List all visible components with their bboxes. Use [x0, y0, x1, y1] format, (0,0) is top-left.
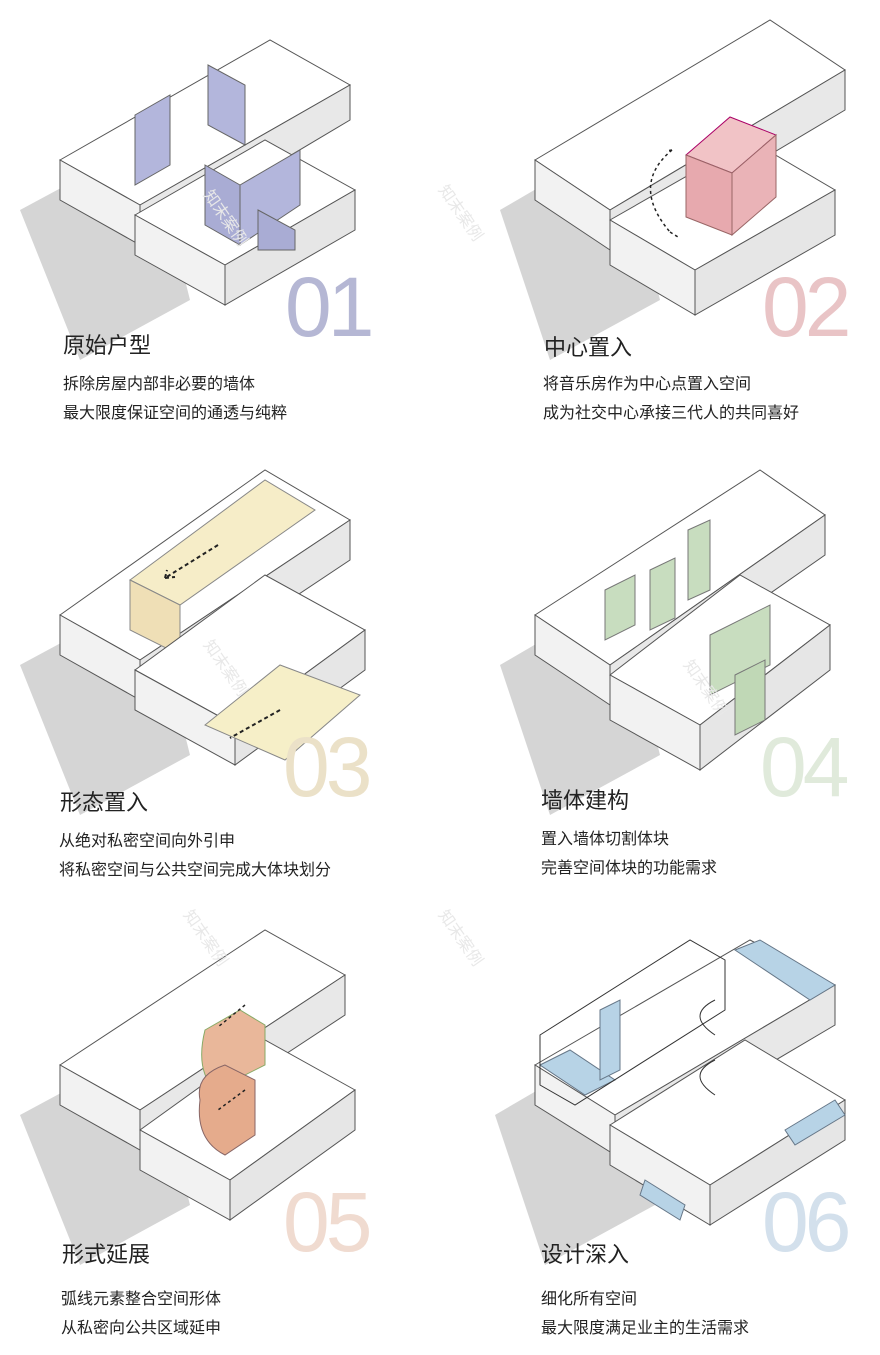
step-desc-line-2: 成为社交中心承接三代人的共同喜好 [543, 403, 800, 422]
step-number: 03 [283, 720, 372, 814]
step-number: 02 [762, 260, 851, 354]
step-desc-line-1: 将音乐房作为中心点置入空间 [543, 374, 752, 393]
step-desc-line-1: 从绝对私密空间向外引申 [59, 831, 236, 850]
isometric-floorplan-05 [20, 929, 356, 1265]
step-desc-line-2: 从私密向公共区域延申 [61, 1318, 222, 1337]
step-desc-line-1: 弧线元素整合空间形体 [61, 1289, 222, 1308]
step-title: 形式延展 [62, 1243, 151, 1268]
step-number: 06 [762, 1175, 851, 1269]
isometric-floorplan-04 [500, 469, 831, 815]
panel-05: 05 形式延展 弧线元素整合空间形体 从私密向公共区域延申 知末案例 [0, 905, 440, 1355]
isometric-floorplan-03 [20, 469, 366, 815]
step-desc-line-1: 置入墙体切割体块 [541, 829, 670, 848]
step-title: 形态置入 [60, 791, 149, 816]
isometric-floorplan-01 [20, 39, 357, 360]
step-desc-line-1: 细化所有空间 [541, 1289, 638, 1308]
step-desc-line-2: 最大限度满足业主的生活需求 [541, 1318, 750, 1337]
isometric-floorplan-06 [495, 939, 846, 1265]
step-desc-line-1: 拆除房屋内部非必要的墙体 [63, 374, 256, 393]
step-number: 01 [285, 260, 374, 354]
step-desc-line-2: 完善空间体块的功能需求 [541, 858, 718, 877]
panel-01: 01 原始户型 拆除房屋内部非必要的墙体 最大限度保证空间的通透与纯粹 知末案例 [0, 0, 440, 450]
panel-06: 06 设计深入 细化所有空间 最大限度满足业主的生活需求 知末案例 [435, 905, 880, 1355]
panel-02: 02 中心置入 将音乐房作为中心点置入空间 成为社交中心承接三代人的共同喜好 知… [435, 0, 880, 450]
step-desc-line-2: 最大限度保证空间的通透与纯粹 [63, 403, 288, 422]
panel-04: 04 墙体建构 置入墙体切割体块 完善空间体块的功能需求 知末案例 [440, 455, 880, 905]
isometric-floorplan-02 [500, 19, 846, 360]
step-title: 墙体建构 [541, 789, 630, 814]
step-number: 04 [760, 720, 849, 814]
step-title: 原始户型 [63, 334, 152, 359]
step-title: 中心置入 [544, 336, 633, 361]
panel-03: 03 形态置入 从绝对私密空间向外引申 将私密空间与公共空间完成大体块划分 知末… [0, 455, 440, 905]
step-title: 设计深入 [541, 1243, 630, 1268]
step-desc-line-2: 将私密空间与公共空间完成大体块划分 [59, 860, 332, 879]
step-number: 05 [283, 1175, 372, 1269]
